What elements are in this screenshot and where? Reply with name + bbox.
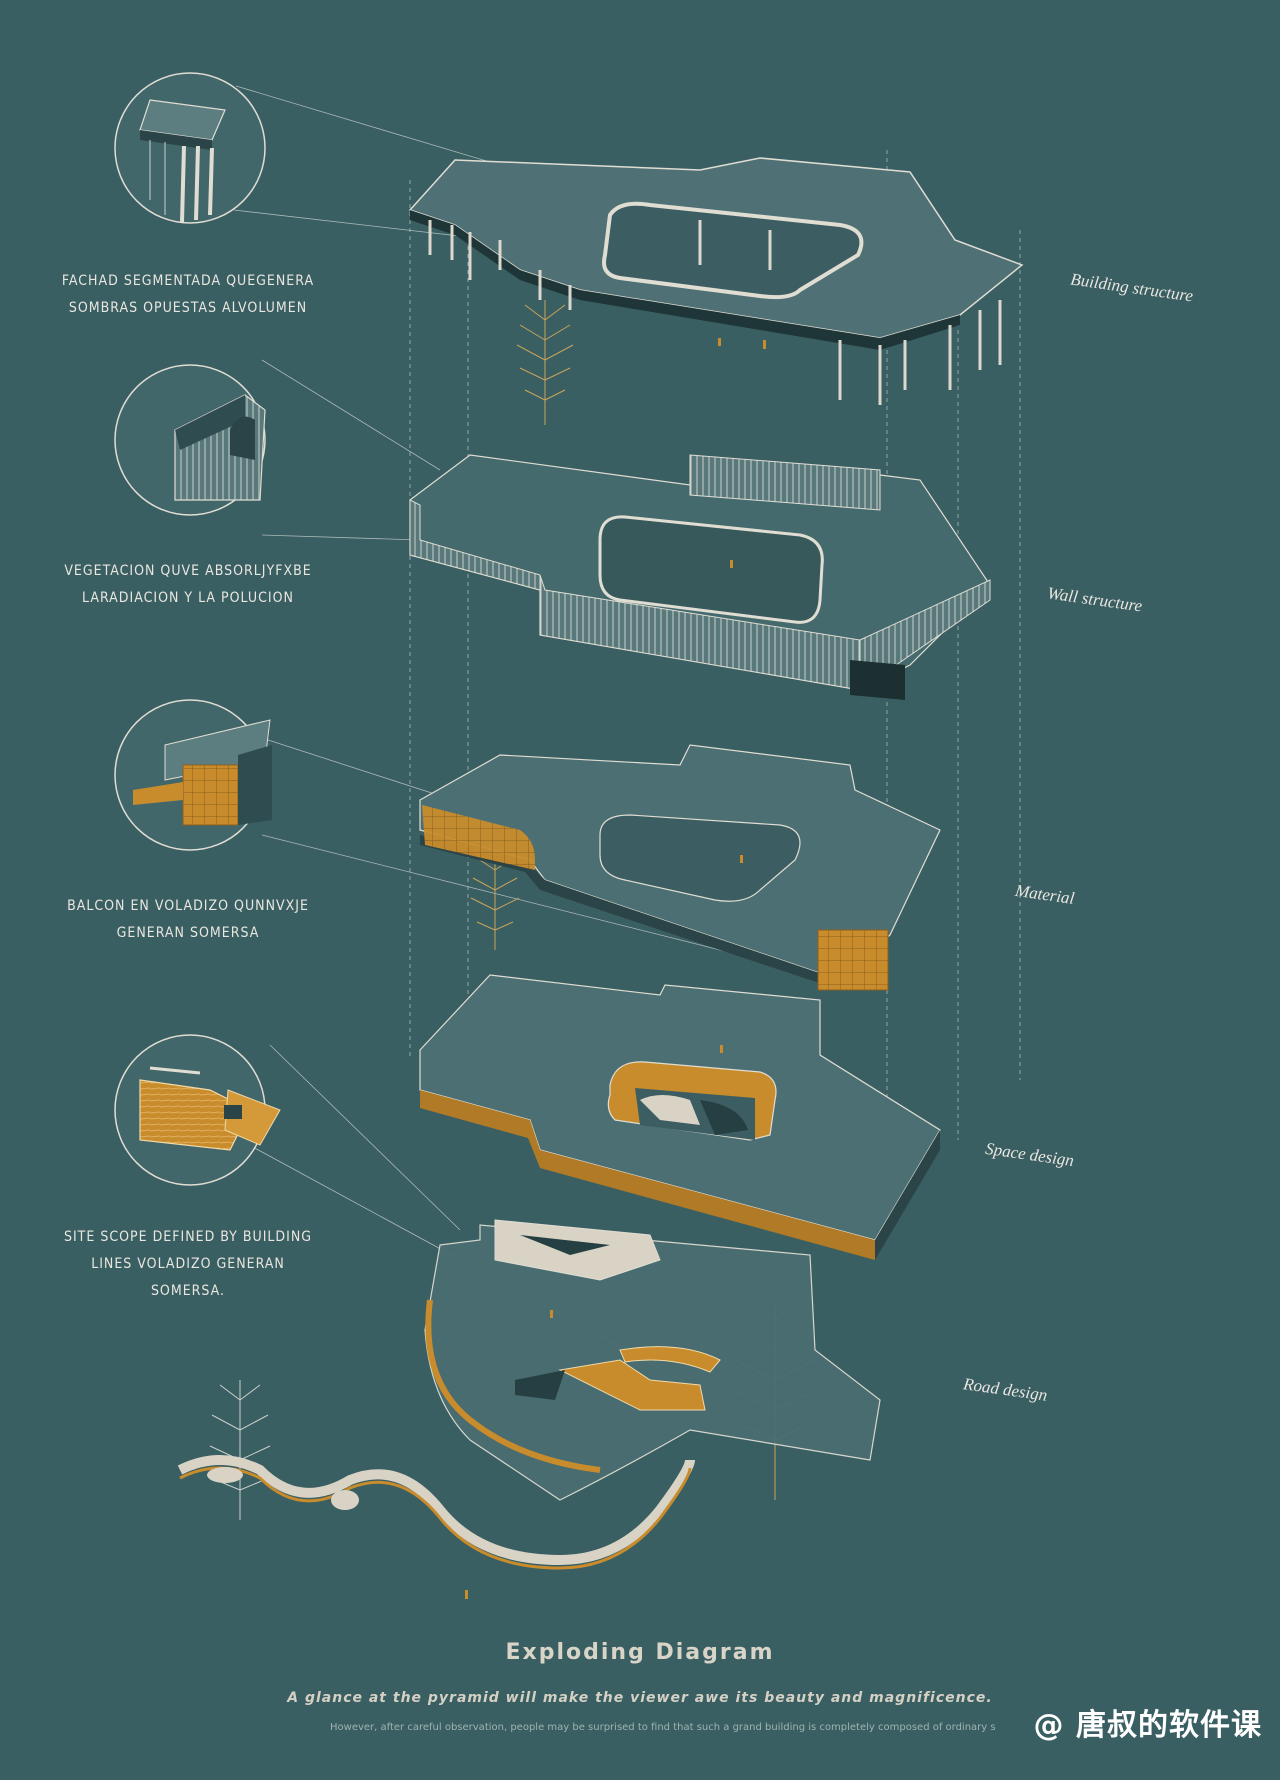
layer-space-design <box>419 974 941 1260</box>
callout-line: LARADIACION Y LA POLUCION <box>82 590 294 606</box>
callout-line: GENERAN SOMERSA <box>116 925 260 941</box>
tree-icon <box>516 300 574 425</box>
diagram-caption: However, after careful observation, peop… <box>330 1722 996 1733</box>
callout-line: BALCON EN VOLADIZO QUNNVXJE <box>67 898 309 914</box>
layer-wall-structure <box>409 454 991 700</box>
tree-icon <box>209 1380 271 1520</box>
callout-line: LINES VOLADIZO GENERAN <box>91 1256 285 1272</box>
layer-material <box>419 744 941 991</box>
callout-line: VEGETACION QUVE ABSORLJYFXBE <box>64 563 312 579</box>
callout-circle-site <box>114 1034 281 1186</box>
callout-line: SITE SCOPE DEFINED BY BUILDING <box>63 1229 313 1245</box>
callout-circle-facade <box>114 72 266 224</box>
diagram-subtitle: A glance at the pyramid will make the vi… <box>287 1690 993 1706</box>
callout-circle-vegetation <box>114 364 266 516</box>
callout-line: FACHAD SEGMENTADA QUEGENERA <box>61 273 315 289</box>
callout-circle-balcony <box>114 699 272 851</box>
diagram-title: Exploding Diagram <box>505 1640 775 1665</box>
layer-building-structure <box>408 157 1024 405</box>
alignment-lines <box>409 150 1021 1200</box>
person-icon <box>465 338 766 1599</box>
callout-text-site: SITE SCOPE DEFINED BY BUILDING LINES VOL… <box>28 1224 348 1305</box>
watermark: @ 唐叔的软件课 <box>1033 1708 1262 1743</box>
callout-text-vegetation: VEGETACION QUVE ABSORLJYFXBE LARADIACION… <box>28 558 348 612</box>
callout-line: SOMERSA. <box>150 1283 226 1299</box>
callout-text-facade: FACHAD SEGMENTADA QUEGENERA SOMBRAS OPUE… <box>28 268 348 322</box>
callout-line: SOMBRAS OPUESTAS ALVOLUMEN <box>68 300 308 316</box>
callout-text-balcony: BALCON EN VOLADIZO QUNNVXJE GENERAN SOME… <box>28 893 348 947</box>
layer-road-design <box>177 1219 881 1570</box>
